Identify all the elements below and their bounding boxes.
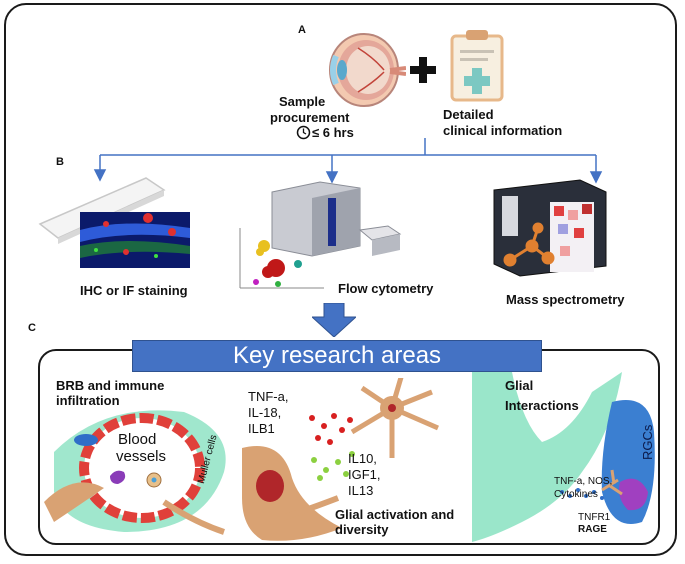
panel-label-a: A bbox=[298, 24, 306, 36]
clinical-label-line2: clinical information bbox=[443, 123, 563, 138]
time-label: ≤ 6 hrs bbox=[312, 125, 354, 140]
flow-cytometer-illustration bbox=[239, 181, 402, 289]
key-areas-banner: Key research areas bbox=[132, 340, 542, 372]
flow-label: Flow cytometry bbox=[338, 281, 434, 296]
plus-icon bbox=[410, 57, 436, 83]
panel-label-c: C bbox=[28, 322, 36, 334]
glial-interactions-line2: Interactions bbox=[505, 398, 579, 413]
brb-label-line1: BRB and immune bbox=[56, 378, 165, 393]
down-arrow-icon bbox=[312, 303, 356, 337]
blood-label-line1: Blood bbox=[118, 431, 157, 448]
cytokine-il10: IL10, bbox=[348, 451, 377, 466]
glial-interactions-line1: Glial bbox=[505, 378, 534, 393]
panel-label-b: B bbox=[56, 156, 64, 168]
cytokine-il18: IL-18, bbox=[248, 405, 282, 420]
glial-activation-illustration bbox=[242, 378, 439, 541]
cytokine-igf1: IGF1, bbox=[348, 467, 381, 482]
sample-label-line1: Sample bbox=[279, 94, 326, 109]
outer-frame bbox=[4, 3, 677, 556]
blood-label-line2: vessels bbox=[116, 448, 167, 465]
cytokine-tnfa: TNF-a, bbox=[248, 389, 289, 404]
clock-icon bbox=[296, 125, 311, 140]
tnfr1-label: TNFR1 bbox=[578, 512, 611, 523]
ihc-slide-illustration bbox=[38, 177, 190, 268]
brb-label-line2: infiltration bbox=[56, 393, 120, 408]
glial-activation-line2: diversity bbox=[335, 522, 389, 537]
cytokine-ilb1: ILB1 bbox=[248, 421, 275, 436]
branch-arrows bbox=[93, 138, 603, 184]
sample-label-line2: procurement bbox=[270, 110, 350, 125]
glial-interactions-illustration bbox=[472, 372, 655, 542]
interaction-label-line1: TNF-a, NOS, bbox=[554, 476, 613, 487]
cytokines-right: IL10, IGF1, IL13 bbox=[348, 451, 381, 499]
clinical-label-line1: Detailed bbox=[443, 107, 494, 122]
blood-vessel-illustration bbox=[44, 410, 226, 535]
mass-label: Mass spectrometry bbox=[506, 292, 625, 307]
cytokines-left: TNF-a, IL-18, ILB1 bbox=[248, 389, 288, 437]
rgcs-label: RGCs bbox=[640, 424, 655, 460]
ihc-label: IHC or IF staining bbox=[80, 283, 188, 298]
clipboard-icon bbox=[450, 30, 504, 102]
interaction-label-line2: Cytokines bbox=[554, 489, 598, 500]
mass-spec-illustration bbox=[493, 179, 607, 277]
cytokine-il13: IL13 bbox=[348, 483, 374, 498]
eye-icon bbox=[329, 33, 406, 107]
rage-label: RAGE bbox=[578, 524, 607, 535]
glial-activation-line1: Glial activation and bbox=[335, 507, 455, 522]
